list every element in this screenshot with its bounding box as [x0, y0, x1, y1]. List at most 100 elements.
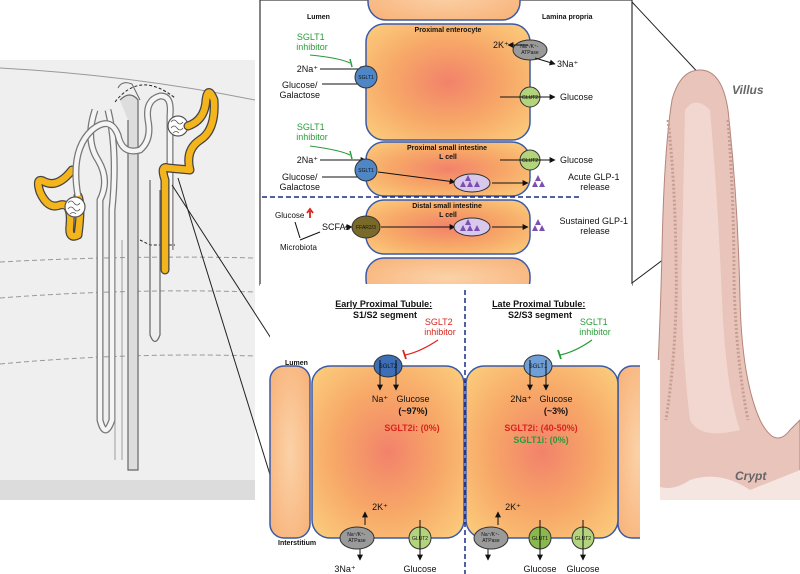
- atpase-late-line1: Na⁺/K⁺-: [481, 532, 499, 538]
- acute-glp1-line1: Acute GLP-1: [568, 172, 620, 182]
- k2-intestine: 2K⁺: [493, 40, 509, 50]
- sglt2-transporter: [373, 354, 403, 378]
- svg-text:Distal small intestine L: Distal small intestine L cell: [412, 203, 484, 219]
- svg-text:Na⁺/K⁺- ATPase: Na⁺/K⁺- ATPase: [520, 44, 539, 56]
- acute-glp1-line2: release: [580, 182, 610, 192]
- svg-text:Na⁺/K⁺- ATPase: Na⁺/K⁺- ATPase: [481, 532, 500, 544]
- k-early: 2K⁺: [372, 502, 388, 512]
- interstitium-label: Interstitium: [278, 540, 316, 547]
- glucose-bottom-1: Glucose: [403, 564, 436, 574]
- inhibitor-1-line: [309, 54, 351, 64]
- top-partial-cell: [367, 0, 521, 21]
- right-loop-limb: [149, 180, 161, 343]
- svg-text:SGLT1 inhibitor: SGLT1 inhibitor: [296, 122, 328, 142]
- svg-text:Glucose/ Galactose: Glucose/ Galactose: [279, 172, 320, 192]
- sglt1-label-2: SGLT1: [358, 168, 374, 174]
- glucose-bottom-3: Glucose: [566, 564, 599, 574]
- kidney-lumen-label: Lumen: [285, 360, 308, 367]
- sglt1-transporter-1: [354, 65, 378, 89]
- svg-text:Early Proximal Tubule: S: Early Proximal Tubule: S1/S2 segment: [335, 299, 434, 320]
- lcell-prox-line1: Proximal small intestine: [407, 145, 487, 152]
- sglt2i-early: SGLT2i: (0%): [384, 423, 439, 433]
- late-title-line2: S2/S3 segment: [508, 310, 572, 320]
- intestine-lumen-label: Lumen: [307, 14, 330, 21]
- nephron-illustration: [0, 60, 299, 566]
- na-early: Na⁺: [372, 394, 389, 404]
- atpase-early-line1: Na⁺/K⁺-: [347, 532, 365, 538]
- early-title-line1: Early Proximal Tubule:: [335, 299, 432, 309]
- sglt1-transporter-2: [354, 158, 378, 182]
- glp1-vesicle-sustained: [453, 217, 491, 237]
- atpase-early: [339, 526, 375, 550]
- glucose-up-label: Glucose: [275, 211, 305, 220]
- sglt1-inhibitor-k-line2: inhibitor: [579, 327, 611, 337]
- na-2-label: 2Na⁺: [297, 64, 319, 74]
- capsule-line: [0, 67, 256, 101]
- svg-text:SGLT1 inhibitor: SGLT1 inhibitor: [296, 32, 328, 52]
- svg-text:Acute GLP-1 release: Acute GLP-1 release: [568, 172, 622, 192]
- lcell-dist-line2: L cell: [439, 212, 457, 219]
- glut2-label-2: GLUT2: [522, 158, 538, 164]
- glucose-early: Glucose: [396, 394, 429, 404]
- svg-text:Na⁺/K⁺- ATPase: Na⁺/K⁺- ATPase: [347, 532, 366, 544]
- sustained-glp1-line1: Sustained GLP-1: [559, 216, 628, 226]
- villus-callout-1: [631, 1, 706, 81]
- glucose-out-1: Glucose: [560, 92, 593, 102]
- na3-intestine: 3Na⁺: [557, 59, 579, 69]
- glp1-vesicle-acute: [453, 173, 491, 193]
- kidney-left-partial-cell: [269, 365, 311, 539]
- right-tubule-highlight: [159, 89, 218, 274]
- sglt1-inhibitor-2-line1: SGLT1: [297, 122, 325, 132]
- nephron-bottom-band: [0, 480, 255, 500]
- na3-bottom: 3Na⁺: [334, 564, 356, 574]
- left-glomerulus: [64, 196, 86, 218]
- lamina-propria-label: Lamina propria: [542, 14, 593, 21]
- villus-illustration: Villus Crypt: [639, 69, 800, 574]
- gluc-gal-2-line2: Galactose: [279, 182, 320, 192]
- svg-text:Proximal small intestine: Proximal small intestine L cell: [407, 145, 489, 161]
- sglt2-label: SGLT2: [379, 364, 398, 370]
- intestine-panel: Lumen Lamina propria Proximal enterocyte…: [259, 0, 633, 304]
- svg-text:SGLT1 inhibitor: SGLT1 inhibitor: [579, 317, 611, 337]
- microbiota-label: Microbiota: [280, 243, 317, 252]
- sglt1-kidney-transporter: [523, 354, 553, 378]
- na-2b-label: 2Na⁺: [297, 155, 319, 165]
- k-late: 2K⁺: [505, 502, 521, 512]
- crypt-label: Crypt: [735, 469, 767, 483]
- glucose-out-2: Glucose: [560, 155, 593, 165]
- atpase-late: [473, 526, 509, 550]
- glp1-released-acute: [532, 175, 545, 187]
- svg-text:Late Proximal Tubule: S2: Late Proximal Tubule: S2/S3 segment: [492, 299, 588, 320]
- enterocyte-title: Proximal enterocyte: [415, 27, 482, 34]
- atpase-int-line1: Na⁺/K⁺-: [520, 44, 538, 50]
- early-title-line2: S1/S2 segment: [353, 310, 417, 320]
- atpase-int-line2: ATPase: [521, 50, 539, 56]
- villus-core: [681, 102, 740, 434]
- ffar-label: FFAR2/3: [356, 225, 376, 231]
- scfas-label: SCFAs: [322, 222, 351, 232]
- gluc-gal-2-line1: Glucose/: [282, 172, 318, 182]
- sglt1-inhibitor-1-line1: SGLT1: [297, 32, 325, 42]
- left-tubule-highlight: [35, 166, 84, 240]
- sglt1-label-1: SGLT1: [358, 75, 374, 81]
- pct-early: (~97%): [398, 406, 427, 416]
- dashed-arc: [114, 84, 176, 103]
- gluc-gal-1-line2: Galactose: [279, 90, 320, 100]
- sglt2i-late: SGLT2i: (40-50%): [504, 423, 577, 433]
- sglt2-inhibitor-line2: inhibitor: [424, 327, 456, 337]
- sglt1-k-label: SGLT1: [529, 364, 548, 370]
- sglt2-inhibitor-line1: SGLT2: [425, 317, 453, 327]
- kidney-panel: Early Proximal Tubule: S1/S2 segment Lat…: [269, 290, 660, 574]
- na-late: 2Na⁺: [510, 394, 532, 404]
- glucose-late: Glucose: [539, 394, 572, 404]
- glp1-granules-acute: [460, 175, 480, 187]
- late-title-line1: Late Proximal Tubule:: [492, 299, 585, 309]
- svg-text:Glucose/ Galactose: Glucose/ Galactose: [279, 80, 320, 100]
- lcell-prox-line2: L cell: [439, 154, 457, 161]
- sglt1-inhibitor-1-line2: inhibitor: [296, 42, 328, 52]
- gluc-gal-1-line1: Glucose/: [282, 80, 318, 90]
- glucose-up-arrow: [306, 207, 314, 218]
- ffar-receptor: [351, 215, 381, 239]
- pct-late: (~3%): [544, 406, 568, 416]
